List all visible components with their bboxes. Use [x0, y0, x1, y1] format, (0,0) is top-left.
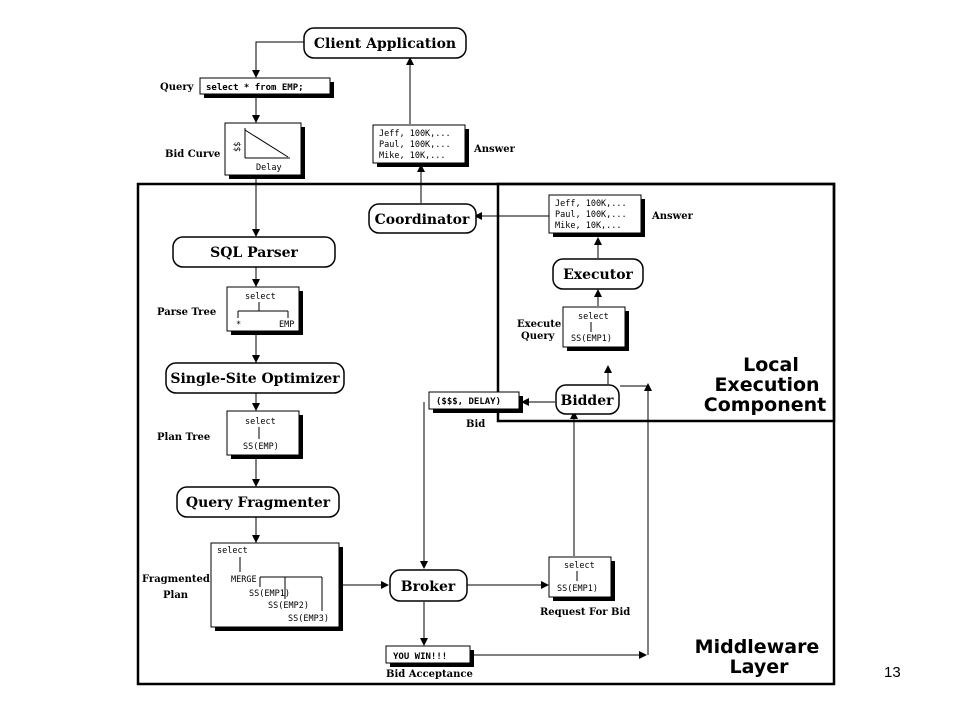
middleware-layer-frame [136, 182, 836, 686]
execute-query-box: select SS(EMP1) [562, 306, 629, 351]
frag-merge: MERGE [231, 575, 257, 585]
query-label: Query [160, 82, 195, 93]
frag-ss1: SS(EMP1) [249, 589, 290, 599]
parse-emp: EMP [279, 320, 294, 330]
answer-row: Jeff, 100K,... [555, 199, 627, 209]
node-query-fragmenter: Query Fragmenter [176, 486, 340, 518]
bid-curve-y-label: $$ [233, 142, 243, 152]
plan-label: Plan [163, 590, 189, 601]
node-coordinator: Coordinator [368, 203, 477, 234]
node-sql-parser: SQL Parser [172, 236, 336, 268]
request-for-bid-box: select SS(EMP1) [548, 556, 615, 601]
parse-select: select [245, 292, 276, 302]
middleware-title-line1: Middleware [695, 636, 820, 658]
parse-tree-label: Parse Tree [157, 307, 216, 318]
single-site-optimizer-label: Single-Site Optimizer [170, 371, 340, 387]
query-fragmenter-label: Query Fragmenter [186, 495, 331, 511]
parse-tree-box: select * EMP [226, 286, 303, 335]
answer-row: Paul, 100K,... [555, 210, 627, 220]
plan-tree-box: select SS(EMP) [226, 410, 303, 459]
fragmented-label: Fragmented [142, 574, 210, 585]
bid-acceptance-label: Bid Acceptance [386, 669, 473, 680]
coordinator-label: Coordinator [375, 212, 470, 228]
node-single-site-optimizer: Single-Site Optimizer [165, 362, 345, 394]
page-number: 13 [884, 664, 901, 681]
plan-ss: SS(EMP) [243, 442, 279, 452]
local-title-line1: Local [743, 354, 799, 376]
you-win-text: YOU WIN!!! [393, 652, 447, 662]
local-title-line3: Component [704, 394, 826, 416]
plan-select: select [245, 417, 276, 427]
request-for-bid-label: Request For Bid [540, 607, 630, 618]
exec-select: select [578, 312, 609, 322]
answer-row: Mike, 10K,... [555, 221, 622, 231]
answer-label-top: Answer [473, 144, 516, 155]
query-text: select * from EMP; [206, 83, 304, 93]
local-title-line2: Execution [714, 374, 819, 396]
parse-star: * [236, 320, 241, 330]
you-win-box: YOU WIN!!! [385, 645, 474, 667]
client-application-label: Client Application [314, 36, 456, 52]
frag-ss3: SS(EMP3) [288, 614, 329, 624]
plan-tree-label: Plan Tree [157, 432, 210, 443]
node-bidder: Bidder [555, 384, 620, 415]
answer-label-local: Answer [651, 211, 694, 222]
answer-row: Paul, 100K,... [379, 140, 451, 150]
query-box: select * from EMP; [199, 77, 334, 98]
answer-row: Jeff, 100K,... [379, 129, 451, 139]
node-client-application: Client Application [303, 27, 467, 59]
bid-curve-box: $$ Delay [224, 122, 305, 179]
bid-box: ($$$, DELAY) [428, 391, 523, 413]
fragmented-plan-box: select MERGE SS(EMP1) SS(EMP2) SS(EMP3) [210, 542, 343, 631]
broker-label: Broker [401, 579, 456, 595]
node-executor: Executor [552, 258, 644, 290]
frag-ss2: SS(EMP2) [268, 601, 309, 611]
execute-label: Execute [517, 319, 561, 330]
bid-curve-label: Bid Curve [165, 149, 220, 160]
sql-parser-label: SQL Parser [210, 245, 298, 261]
rfb-ss: SS(EMP1) [557, 584, 598, 594]
node-broker: Broker [389, 569, 468, 602]
bid-curve-x-label: Delay [256, 163, 282, 173]
bidder-label: Bidder [560, 393, 614, 409]
exec-ss: SS(EMP1) [571, 334, 612, 344]
frag-select: select [217, 546, 248, 556]
execute-query-label: Query [521, 331, 556, 342]
bid-text: ($$$, DELAY) [436, 397, 501, 407]
middleware-title-line2: Layer [730, 656, 790, 678]
local-execution-frame [496, 182, 836, 423]
bid-label: Bid [466, 419, 485, 430]
rfb-select: select [564, 561, 595, 571]
answer-box-local: Jeff, 100K,... Paul, 100K,... Mike, 10K,… [548, 194, 645, 237]
answer-box-top: Jeff, 100K,... Paul, 100K,... Mike, 10K,… [372, 124, 469, 167]
answer-row: Mike, 10K,... [379, 151, 446, 161]
executor-label: Executor [563, 267, 633, 283]
